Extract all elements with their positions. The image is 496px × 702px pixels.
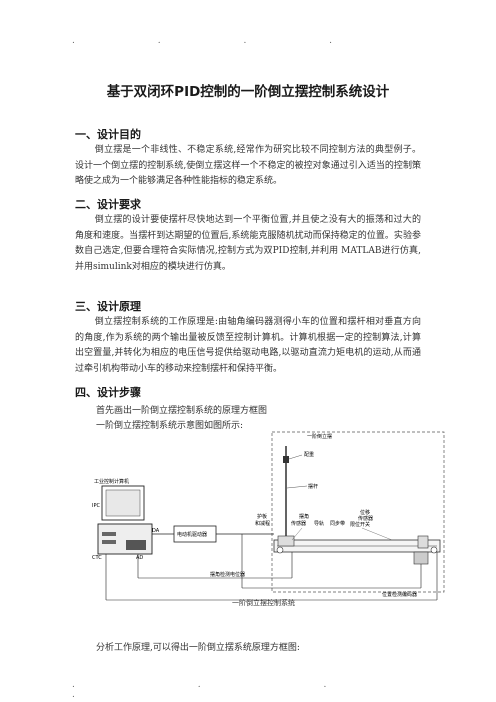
section-heading-purpose: 一、设计目的 — [75, 128, 141, 141]
label-ctc: CTC — [92, 555, 102, 561]
label-limit: 限位开关 — [350, 521, 370, 528]
page-title: 基于双闭环PID控制的一阶倒立摆控制系统设计 — [106, 84, 390, 100]
label-ipc: IPC — [92, 503, 100, 509]
pendulum-frame — [271, 431, 445, 593]
cart — [277, 535, 295, 547]
label-limit-switch: 和减程 — [255, 520, 270, 527]
label-pulley: 同步带 — [330, 521, 345, 527]
label-computer: 工业控制计算机 — [94, 478, 129, 485]
footer-dots: . . . . — [72, 680, 387, 700]
final-line: 分析工作原理,可以得出一阶倒立摆系统原理方框图: — [96, 643, 300, 653]
label-position: 位移 — [360, 509, 370, 516]
label-rod: 摆杆 — [308, 483, 318, 490]
header-dots: . . . . — [72, 36, 373, 46]
section-heading-principle: 三、设计原理 — [75, 300, 141, 313]
figure-caption: 一阶倒立摆控制系统 — [232, 599, 295, 607]
label-guide: 导轨 — [314, 520, 324, 527]
label-angle-sensor: 摆角 — [299, 513, 309, 520]
label-sensor: 传感器 — [291, 520, 306, 527]
pendulum-system-diagram: 一阶倒立摆 配重 摆杆 护板 和减程 摆角 传感器 导轨 同步带 位移 传感器 … — [92, 431, 445, 601]
section-heading-requirements: 二、设计要求 — [75, 198, 141, 211]
label-weight: 配重 — [304, 451, 314, 458]
label-pendulum: 一阶倒立摆 — [307, 433, 332, 440]
section-body-principle: 倒立摆控制系统的工作原理是:由轴角编码器测得小车的位置和摆杆相对垂直方向的角度,… — [75, 317, 421, 374]
section-body-requirements: 倒立摆的设计要使摆杆尽快地达到一个平衡位置,并且使之没有大的振荡和过大的角度和速… — [75, 215, 421, 272]
label-da: DA — [152, 528, 160, 534]
label-guard: 护板 — [257, 513, 267, 520]
step-line-2: 一阶倒立摆控制系统示意图如图所示: — [96, 421, 244, 431]
step-line-1: 首先画出一阶倒立摆控制系统的原理方框图 — [96, 406, 268, 416]
section-heading-steps: 四、设计步骤 — [75, 386, 141, 399]
label-angle-pot: 摆角检测电位器 — [210, 571, 245, 578]
label-driver: 电动机驱动器 — [177, 531, 207, 538]
label-encoder: 位置检测编码器 — [382, 591, 417, 598]
counterweight — [283, 456, 289, 463]
section-body-purpose: 倒立摆是一个非线性、不稳定系统,经常作为研究比较不同控制方法的典型例子。设计一个… — [75, 145, 421, 186]
dc-motor — [413, 551, 429, 565]
label-position-sensor: 传感器 — [358, 515, 373, 522]
label-ad: AD — [136, 555, 143, 561]
